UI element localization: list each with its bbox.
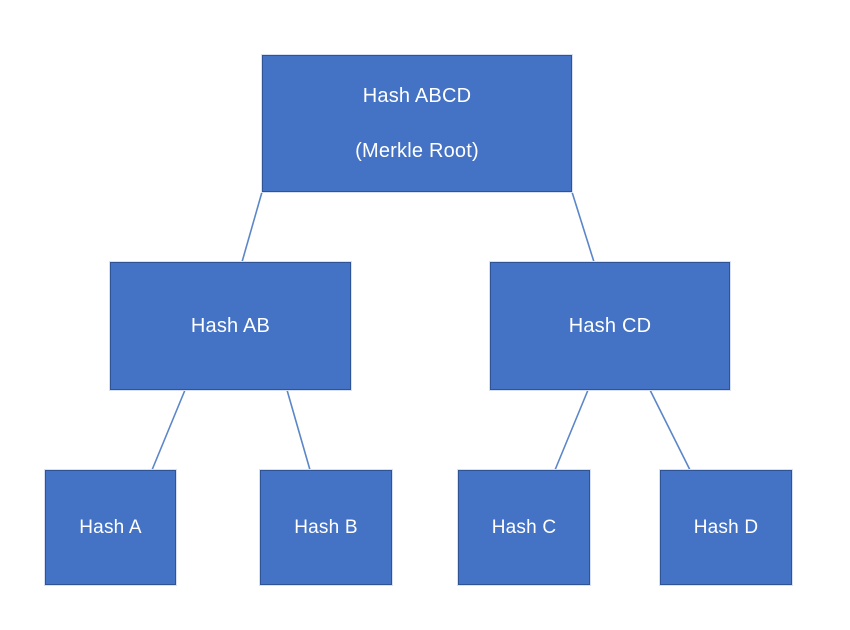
node-hash-ab[interactable]: Hash AB	[110, 262, 351, 390]
root-to-hash-cd	[571, 191, 595, 263]
node-hash-abcd-label-secondary: (Merkle Root)	[355, 139, 479, 162]
node-hash-b[interactable]: Hash B	[260, 470, 392, 585]
node-hash-abcd[interactable]: Hash ABCD (Merkle Root)	[262, 55, 572, 192]
node-hash-cd-label: Hash CD	[568, 314, 652, 337]
hash-ab-to-hash-b	[286, 389, 311, 471]
node-hash-a[interactable]: Hash A	[45, 470, 176, 585]
hash-ab-to-hash-a	[151, 389, 186, 471]
node-hash-abcd-label-primary: Hash ABCD	[362, 84, 472, 107]
node-hash-c[interactable]: Hash C	[458, 470, 590, 585]
hash-cd-to-hash-d	[649, 389, 691, 471]
node-hash-d-label: Hash D	[693, 516, 759, 538]
node-hash-cd[interactable]: Hash CD	[490, 262, 730, 390]
hash-cd-to-hash-c	[554, 389, 589, 471]
node-hash-b-label: Hash B	[294, 516, 358, 538]
node-hash-ab-label: Hash AB	[190, 314, 271, 337]
root-to-hash-ab	[241, 191, 263, 263]
node-hash-c-label: Hash C	[491, 516, 557, 538]
node-hash-d[interactable]: Hash D	[660, 470, 792, 585]
node-hash-a-label: Hash A	[79, 516, 142, 538]
